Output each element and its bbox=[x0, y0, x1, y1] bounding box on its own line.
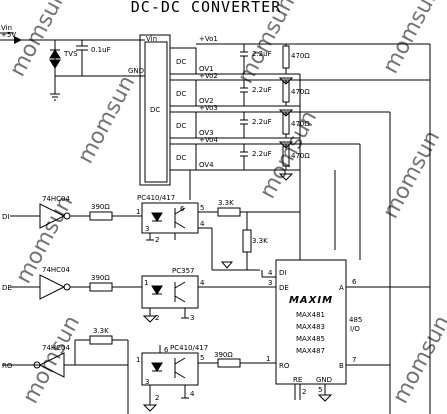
de-resistor-label: 390Ω bbox=[91, 274, 110, 282]
pullup-top-h-label: 3.3K bbox=[218, 199, 234, 207]
max-pin-ro-number: 1 bbox=[266, 355, 270, 363]
max-pin-di-number: 4 bbox=[268, 269, 273, 277]
output-3-ov: OV3 bbox=[199, 129, 214, 137]
de-label: DE bbox=[2, 284, 12, 292]
opto-bot-part: PC410/417 bbox=[170, 344, 208, 352]
output-2-plus: +Vo2 bbox=[199, 72, 218, 80]
dc-module-3-label: DC bbox=[176, 122, 186, 130]
opto-bot-pin-1: 1 bbox=[136, 356, 140, 364]
max-pin-ro-name: RO bbox=[279, 362, 290, 370]
max-pin-re-number: 2 bbox=[302, 388, 306, 396]
di-buffer-label: 74HC04 bbox=[42, 195, 71, 203]
watermark-9: momsun bbox=[388, 312, 447, 408]
opto-bot-pin-4: 4 bbox=[190, 390, 195, 398]
max-pin-a-name: A bbox=[339, 284, 344, 292]
output-2-res: 470Ω bbox=[291, 88, 310, 96]
ro-resistor-label: 3.3K bbox=[93, 327, 109, 335]
opto-mid-pin-4: 4 bbox=[200, 279, 205, 287]
opto-top-pin-3: 3 bbox=[145, 225, 149, 233]
rs485-label-2: I/O bbox=[350, 325, 360, 333]
opto-bot-pin-5: 5 bbox=[200, 354, 204, 362]
max-pin-de-number: 3 bbox=[268, 279, 272, 287]
opto-top-pin-6: 6 bbox=[180, 205, 185, 213]
supply-label-5v: +5V bbox=[1, 31, 16, 39]
opto-top-pin-4: 4 bbox=[200, 220, 205, 228]
dc-module-1-label: DC bbox=[176, 58, 186, 66]
watermark-2: momsun bbox=[73, 72, 140, 168]
maxim-logo: MAXIM bbox=[289, 295, 333, 306]
opto-top-pin-1: 1 bbox=[136, 208, 140, 216]
opto-bot-pin-2: 2 bbox=[155, 394, 159, 402]
opto-mid-pin-2: 2 bbox=[155, 314, 159, 322]
pullup-vertical-label: 3.3K bbox=[252, 237, 268, 245]
output-3-cap: 2.2uF bbox=[252, 118, 272, 126]
di-resistor-label: 390Ω bbox=[91, 203, 110, 211]
max-pin-b-number: 7 bbox=[352, 356, 356, 364]
output-4-plus: +Vo4 bbox=[199, 136, 218, 144]
dc-module-2-label: DC bbox=[176, 90, 186, 98]
rs485-label-1: 485 bbox=[349, 316, 362, 324]
de-buffer-label: 74HC04 bbox=[42, 266, 71, 274]
watermark-4: momsun bbox=[378, 0, 445, 78]
opto-mid-pin-1: 1 bbox=[144, 279, 148, 287]
output-1-plus: +Vo1 bbox=[199, 35, 218, 43]
max-pin-gnd-name: GND bbox=[316, 376, 332, 384]
dc-main-label: DC bbox=[150, 106, 160, 114]
input-cap-label: 0.1uF bbox=[91, 46, 111, 54]
dc-module-4-label: DC bbox=[176, 154, 186, 162]
max-pin-re-name: RE bbox=[293, 376, 302, 384]
di-label: DI bbox=[2, 213, 9, 221]
opto-mid-part: PC357 bbox=[172, 267, 194, 275]
max-pin-de-name: DE bbox=[279, 284, 289, 292]
output-1-cap: 2.2uF bbox=[252, 50, 272, 58]
ro-buffer-label: 74HC04 bbox=[42, 344, 71, 352]
ro-output-resistor-label: 390Ω bbox=[214, 351, 233, 359]
diagram-title: DC-DC CONVERTER bbox=[131, 0, 281, 16]
tvs-label: TVS bbox=[63, 50, 78, 58]
output-2-cap: 2.2uF bbox=[252, 86, 272, 94]
vin-pin-label: Vin bbox=[146, 35, 157, 43]
max-part-3: MAX485 bbox=[296, 335, 325, 343]
output-4-res: 470Ω bbox=[291, 152, 310, 160]
output-1-res: 470Ω bbox=[291, 52, 310, 60]
ro-label: RO bbox=[2, 362, 13, 370]
max-pin-di-name: DI bbox=[279, 269, 286, 277]
opto-bot-pin-3: 3 bbox=[145, 378, 149, 386]
max-pin-b-name: B bbox=[339, 362, 344, 370]
max-part-2: MAX483 bbox=[296, 323, 325, 331]
output-4-ov: OV4 bbox=[199, 161, 214, 169]
max-pin-a-number: 6 bbox=[352, 278, 357, 286]
opto-top-pin-5: 5 bbox=[200, 204, 204, 212]
max-part-4: MAX487 bbox=[296, 347, 325, 355]
opto-top-pin-2: 2 bbox=[155, 236, 159, 244]
max-part-1: MAX481 bbox=[296, 311, 325, 319]
max-pin-gnd-number: 5 bbox=[318, 386, 322, 394]
output-3-plus: +Vo3 bbox=[199, 104, 218, 112]
watermark-5: momsun bbox=[378, 127, 445, 223]
opto-mid-pin-3: 3 bbox=[190, 314, 194, 322]
output-2-ov: OV2 bbox=[199, 97, 214, 105]
output-1-ov: OV1 bbox=[199, 65, 214, 73]
opto-bot-pin-6: 6 bbox=[164, 346, 169, 354]
supply-label-vin: Vin bbox=[1, 24, 12, 32]
gnd-pin-label: GND bbox=[128, 67, 144, 75]
opto-top-part: PC410/417 bbox=[137, 194, 175, 202]
output-4-cap: 2.2uF bbox=[252, 150, 272, 158]
output-3-res: 470Ω bbox=[291, 120, 310, 128]
